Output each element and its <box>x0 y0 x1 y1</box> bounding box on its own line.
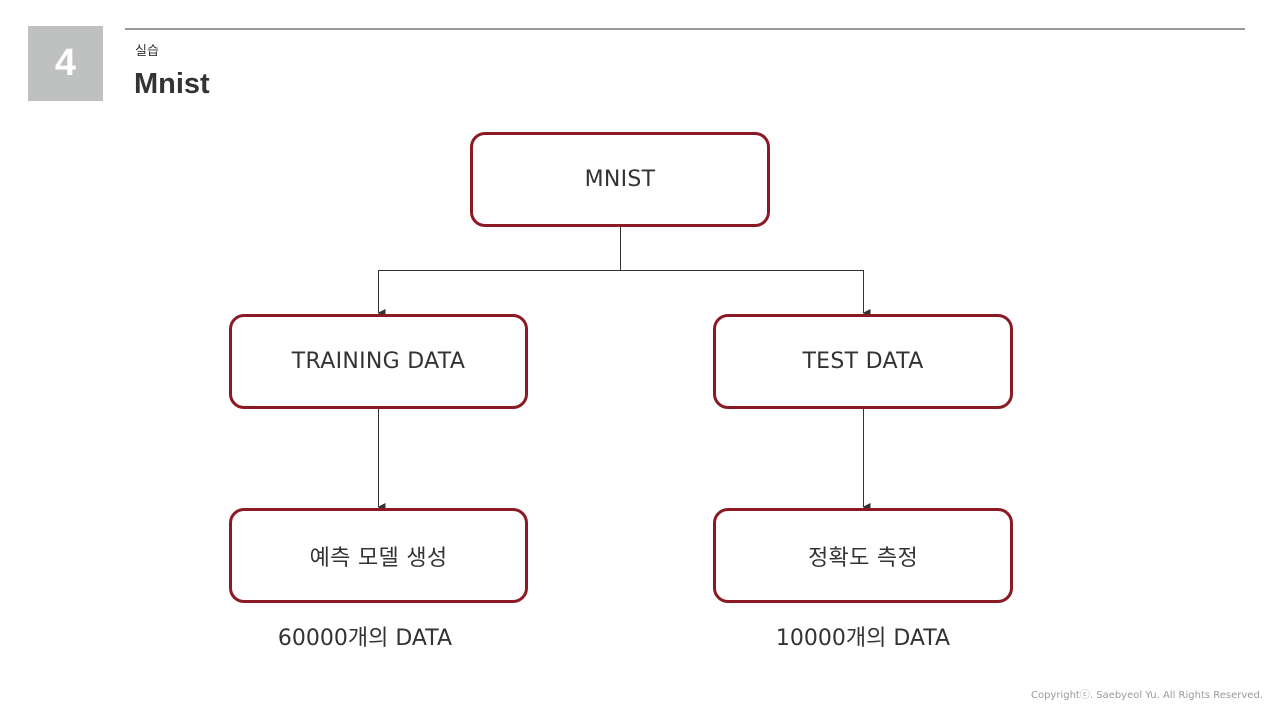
section-number-badge: 4 <box>28 26 103 101</box>
slide-title: Mnist <box>134 68 210 100</box>
node-mnist: MNIST <box>470 132 770 227</box>
node-training-data: TRAINING DATA <box>229 314 528 409</box>
node-accuracy-measurement: 정확도 측정 <box>713 508 1013 603</box>
node-test-data: TEST DATA <box>713 314 1013 409</box>
training-count-caption: 60000개의 DATA <box>277 626 453 651</box>
slide-subtitle: 실습 <box>135 44 159 59</box>
node-model-creation: 예측 모델 생성 <box>229 508 528 603</box>
header-divider <box>125 28 1245 30</box>
copyright-notice: Copyrightⓒ. Saebyeol Yu. All Rights Rese… <box>1030 690 1263 701</box>
test-count-caption: 10000개의 DATA <box>775 626 951 651</box>
